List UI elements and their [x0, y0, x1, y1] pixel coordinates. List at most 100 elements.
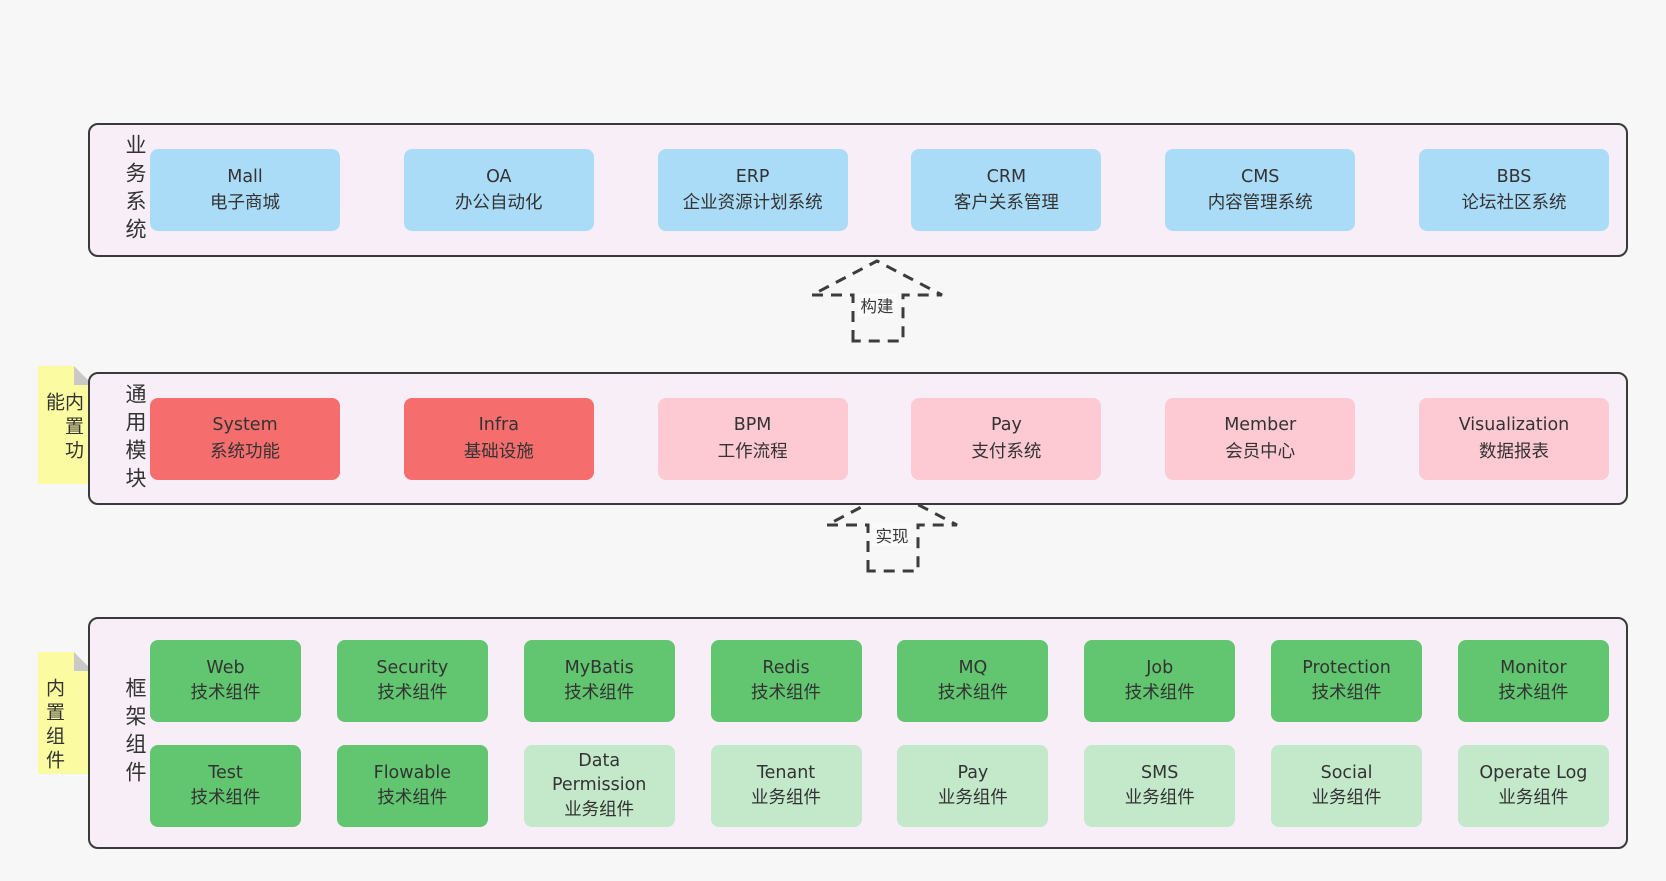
box-desc: 业务组件	[564, 799, 635, 820]
box-desc: 电子商城	[210, 193, 280, 213]
component-row-2: Test 技术组件 Flowable 技术组件 Data Permission …	[150, 744, 1609, 827]
box-system: System 系统功能	[150, 397, 340, 480]
box-name: Social	[1320, 763, 1373, 784]
box-name: Flowable	[373, 763, 452, 784]
box-oa: OA 办公自动化	[403, 149, 594, 231]
box-name: Visualization	[1458, 415, 1570, 436]
band-business-systems: 业务系统 Mall 电子商城 OA 办公自动化 ERP 企业资源计划系统 CRM…	[88, 123, 1628, 257]
box-test: Test 技术组件	[150, 744, 301, 827]
box-monitor: Monitor 技术组件	[1457, 639, 1609, 722]
box-name: BPM	[733, 415, 772, 436]
box-sms: SMS 业务组件	[1084, 744, 1236, 827]
box-data-permission: Data Permission 业务组件	[523, 744, 675, 827]
box-name: CMS	[1240, 166, 1280, 187]
box-name: Redis	[762, 658, 810, 679]
arrow-build-label: 构建	[857, 293, 897, 317]
box-name: Security	[376, 658, 449, 679]
box-desc: 数据报表	[1478, 441, 1549, 462]
box-name: CRM	[986, 166, 1027, 187]
box-desc: 技术组件	[1124, 682, 1195, 703]
box-desc: 技术组件	[377, 682, 448, 703]
box-name: OA	[486, 166, 512, 187]
box-social: Social 业务组件	[1271, 744, 1423, 827]
note-built-in-components: 内置组件	[38, 652, 93, 774]
box-protection: Protection 技术组件	[1271, 639, 1423, 722]
component-row-1: Web 技术组件 Security 技术组件 MyBatis 技术组件 Redi…	[150, 639, 1609, 722]
box-name: ERP	[735, 166, 770, 187]
box-mq: MQ 技术组件	[897, 639, 1049, 722]
box-desc: 业务组件	[1498, 787, 1569, 808]
box-name: Pay	[957, 763, 989, 784]
box-desc: 技术组件	[1498, 682, 1569, 703]
box-member: Member 会员中心	[1165, 397, 1356, 480]
box-name: Infra	[478, 415, 519, 436]
box-desc: 办公自动化	[455, 193, 543, 213]
box-redis: Redis 技术组件	[710, 639, 862, 722]
box-desc: 技术组件	[377, 787, 448, 808]
box-bbs: BBS 论坛社区系统	[1418, 149, 1609, 231]
band-label-components: 框架组件	[123, 677, 147, 789]
box-operate-log: Operate Log 业务组件	[1457, 744, 1609, 827]
box-name: Data Permission	[551, 751, 647, 796]
box-desc: 论坛社区系统	[1461, 193, 1567, 213]
box-name: BBS	[1496, 166, 1532, 187]
box-name: Member	[1224, 415, 1297, 436]
box-desc: 技术组件	[564, 682, 635, 703]
box-desc: 技术组件	[190, 682, 261, 703]
box-web: Web 技术组件	[150, 639, 301, 722]
box-tenant: Tenant 业务组件	[710, 744, 862, 827]
box-mall: Mall 电子商城	[150, 149, 340, 231]
box-desc: 技术组件	[1311, 682, 1382, 703]
box-desc: 业务组件	[1124, 787, 1195, 808]
box-desc: 业务组件	[1311, 787, 1382, 808]
note-built-in-features: 内置功能	[38, 366, 93, 484]
arrow-build: 构建	[806, 257, 948, 343]
box-name: SMS	[1141, 763, 1179, 784]
note-text: 内置功能	[43, 392, 84, 464]
box-flowable: Flowable 技术组件	[336, 744, 488, 827]
box-desc: 支付系统	[971, 441, 1042, 462]
box-name: Mall	[227, 166, 263, 187]
box-name: Test	[208, 763, 243, 784]
box-name: Protection	[1302, 658, 1391, 679]
box-desc: 业务组件	[751, 787, 822, 808]
box-job: Job 技术组件	[1084, 639, 1236, 722]
box-desc: 企业资源计划系统	[682, 193, 823, 213]
box-desc: 基础设施	[463, 441, 534, 462]
module-boxes: System 系统功能 Infra 基础设施 BPM 工作流程 Pay 支付系统…	[146, 374, 1626, 503]
arrow-implement: 实现	[821, 487, 963, 573]
box-name: Job	[1146, 658, 1174, 679]
box-name: Operate Log	[1479, 763, 1588, 784]
box-name: MyBatis	[564, 658, 634, 679]
up-arrow-icon	[811, 259, 943, 343]
box-desc: 客户关系管理	[953, 193, 1059, 213]
box-name: System	[212, 415, 278, 436]
box-pay-module: Pay 支付系统	[911, 397, 1102, 480]
box-name: Tenant	[756, 763, 816, 784]
box-desc: 内容管理系统	[1207, 193, 1313, 213]
box-name: Web	[206, 658, 245, 679]
box-mybatis: MyBatis 技术组件	[523, 639, 675, 722]
box-desc: 业务组件	[937, 787, 1008, 808]
box-desc: 技术组件	[751, 682, 822, 703]
band-label-business: 业务系统	[123, 134, 147, 246]
box-desc: 会员中心	[1225, 441, 1296, 462]
box-cms: CMS 内容管理系统	[1165, 149, 1356, 231]
box-security: Security 技术组件	[336, 639, 488, 722]
box-erp: ERP 企业资源计划系统	[657, 149, 848, 231]
box-visualization: Visualization 数据报表	[1418, 397, 1609, 480]
component-rows: Web 技术组件 Security 技术组件 MyBatis 技术组件 Redi…	[146, 619, 1626, 847]
box-infra: Infra 基础设施	[403, 397, 594, 480]
box-desc: 技术组件	[937, 682, 1008, 703]
box-name: Monitor	[1500, 658, 1567, 679]
up-arrow-icon	[826, 489, 958, 573]
band-framework-components: 框架组件 Web 技术组件 Security 技术组件 MyBatis 技术组件…	[88, 617, 1628, 849]
box-name: Pay	[990, 415, 1022, 436]
band-common-modules: 通用模块 System 系统功能 Infra 基础设施 BPM 工作流程 Pay…	[88, 372, 1628, 505]
box-desc: 工作流程	[717, 441, 788, 462]
business-boxes: Mall 电子商城 OA 办公自动化 ERP 企业资源计划系统 CRM 客户关系…	[146, 125, 1626, 255]
box-crm: CRM 客户关系管理	[911, 149, 1102, 231]
box-bpm: BPM 工作流程	[657, 397, 848, 480]
box-name: MQ	[958, 658, 988, 679]
arrow-implement-label: 实现	[872, 523, 912, 547]
